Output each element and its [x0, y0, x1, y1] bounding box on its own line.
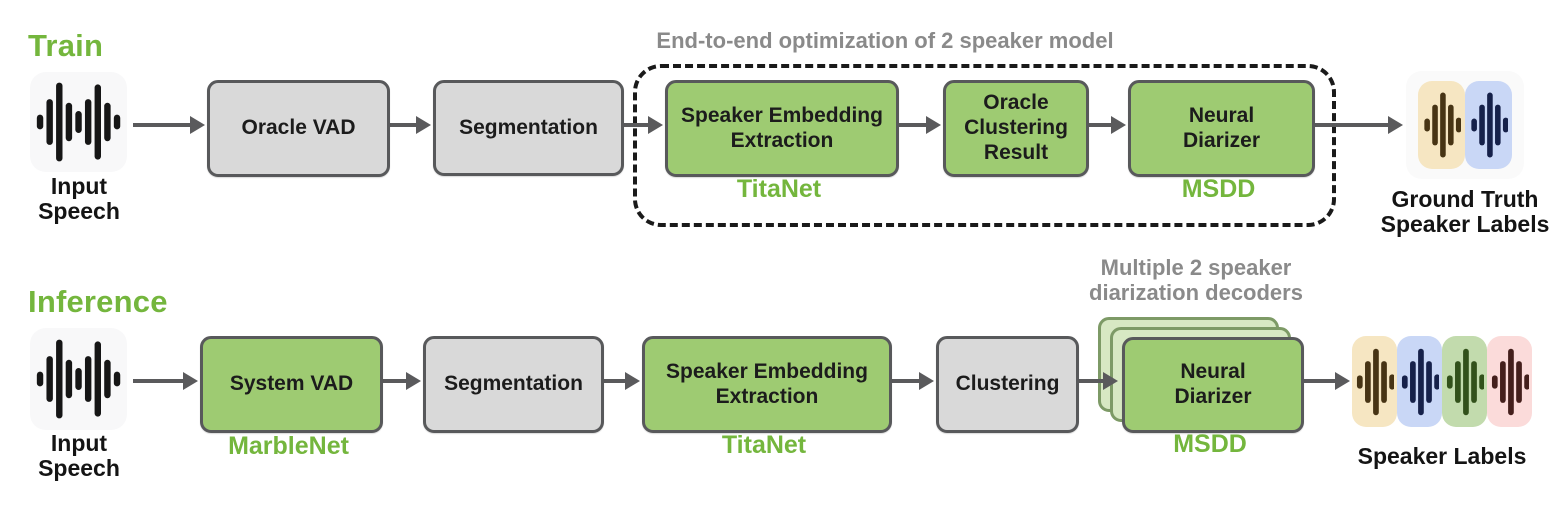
speaker2-waveform-chip	[1465, 81, 1512, 169]
arrow-clustering-to-diarizer-stack	[1075, 372, 1118, 390]
inference-neural-diarizer-box: Neural Diarizer	[1122, 337, 1304, 433]
inference-segmentation-box: Segmentation	[423, 336, 604, 433]
ground-truth-speaker-icon	[1406, 71, 1524, 179]
arrow-embedding-to-clustering	[888, 372, 934, 390]
inference-input-speech-label: Input Speech	[38, 430, 120, 481]
train-heading: Train	[28, 28, 104, 63]
speaker4-waveform-chip	[1487, 336, 1532, 427]
speaker1-waveform-chip	[1352, 336, 1397, 427]
inference-msdd-label: MSDD	[1173, 430, 1247, 458]
train-speaker-embedding-box: Speaker Embedding Extraction	[665, 80, 899, 177]
clustering-box: Clustering	[936, 336, 1079, 433]
end-to-end-dashed-container	[633, 64, 1336, 227]
waveform-icon	[1491, 348, 1529, 415]
train-msdd-label: MSDD	[1181, 175, 1256, 203]
train-titanet-label: TitaNet	[736, 175, 822, 203]
ground-truth-label: Ground Truth Speaker Labels	[1380, 186, 1550, 237]
waveform-icon	[36, 82, 120, 162]
inference-titanet-label: TitaNet	[721, 431, 807, 459]
arrow-segmentation-to-embedding-2	[600, 372, 640, 390]
train-segmentation-box: Segmentation	[433, 80, 624, 176]
waveform-icon	[1356, 348, 1394, 415]
speaker3-waveform-chip	[1442, 336, 1487, 427]
arrow-clustering-to-neural-diarizer	[1085, 116, 1126, 134]
arrow-embedding-to-oracle-clustering	[895, 116, 941, 134]
arrow-system-vad-to-segmentation	[379, 372, 421, 390]
arrow-diarizer-to-ground-truth	[1309, 116, 1403, 134]
marblenet-label: MarbleNet	[228, 432, 349, 460]
waveform-icon	[1470, 92, 1508, 158]
oracle-vad-box: Oracle VAD	[207, 80, 390, 177]
arrow-oracle-vad-to-segmentation	[386, 116, 431, 134]
oracle-clustering-result-box: Oracle Clustering Result	[943, 80, 1089, 177]
arrow-input-to-oracle-vad	[133, 116, 205, 134]
system-vad-box: System VAD	[200, 336, 383, 433]
train-neural-diarizer-box: Neural Diarizer	[1128, 80, 1315, 177]
waveform-icon	[1401, 348, 1439, 415]
speaker-labels-icon	[1352, 336, 1532, 427]
speaker2-waveform-chip	[1397, 336, 1442, 427]
inference-speaker-embedding-box: Speaker Embedding Extraction	[642, 336, 892, 433]
waveform-icon	[36, 339, 120, 419]
end-to-end-caption: End-to-end optimization of 2 speaker mod…	[656, 28, 1114, 53]
speaker1-waveform-chip	[1418, 81, 1465, 169]
speaker-labels-label: Speaker Labels	[1357, 443, 1527, 469]
train-input-speech-label: Input Speech	[38, 173, 120, 224]
train-input-speech-icon	[30, 72, 127, 172]
inference-input-speech-icon	[30, 328, 127, 430]
inference-heading: Inference	[28, 284, 168, 319]
arrow-input-to-system-vad	[133, 372, 198, 390]
waveform-icon	[1423, 92, 1461, 158]
arrow-diarizer-to-speaker-labels	[1300, 372, 1350, 390]
decoders-caption: Multiple 2 speaker diarization decoders	[1089, 255, 1303, 305]
waveform-icon	[1446, 348, 1484, 415]
arrow-segmentation-to-embedding	[620, 116, 663, 134]
